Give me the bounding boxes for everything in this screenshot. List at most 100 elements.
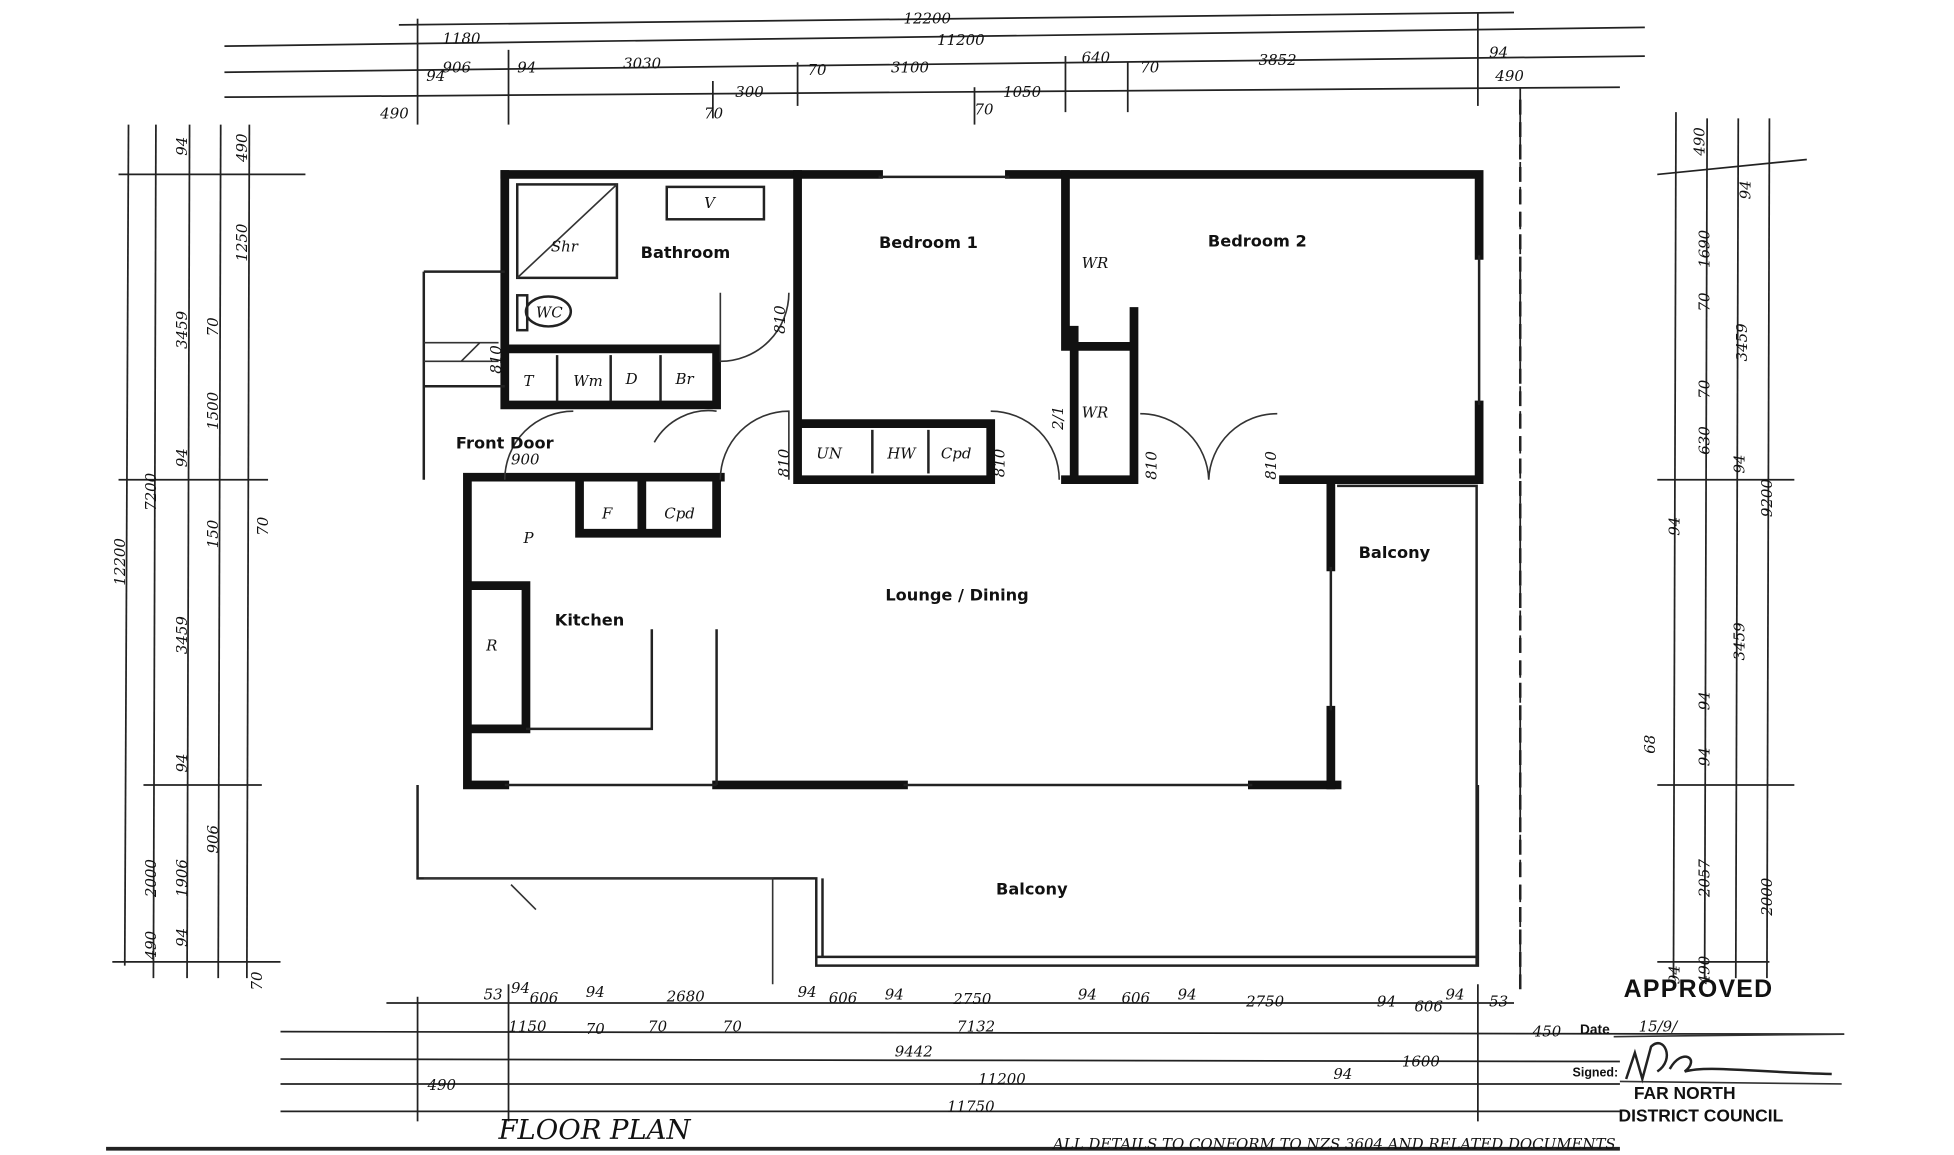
svg-text:1906: 1906 xyxy=(173,859,191,897)
svg-text:900: 900 xyxy=(511,451,540,469)
svg-text:1250: 1250 xyxy=(233,223,251,262)
svg-text:94: 94 xyxy=(511,979,530,997)
svg-text:3030: 3030 xyxy=(623,55,662,73)
svg-text:7200: 7200 xyxy=(142,472,160,511)
svg-text:11200: 11200 xyxy=(978,1070,1026,1088)
door-width-labels: 810 810 810 810 810 810 900 2/1 xyxy=(487,305,1280,480)
svg-text:94: 94 xyxy=(173,137,191,156)
svg-text:94: 94 xyxy=(1489,43,1508,61)
svg-text:2000: 2000 xyxy=(1758,877,1776,917)
svg-text:490: 490 xyxy=(1494,67,1524,85)
svg-text:70: 70 xyxy=(1140,58,1160,76)
svg-text:490: 490 xyxy=(427,1076,457,1094)
svg-text:810: 810 xyxy=(990,448,1008,477)
svg-text:810: 810 xyxy=(775,448,793,477)
svg-text:2000: 2000 xyxy=(142,859,160,899)
svg-text:94: 94 xyxy=(173,448,191,467)
svg-text:94: 94 xyxy=(1696,691,1714,710)
svg-text:2750: 2750 xyxy=(1245,993,1285,1011)
svg-text:150: 150 xyxy=(204,519,222,548)
svg-text:Wm: Wm xyxy=(573,372,603,390)
svg-text:606: 606 xyxy=(1122,989,1151,1007)
svg-text:70: 70 xyxy=(648,1018,668,1036)
svg-text:WR: WR xyxy=(1082,254,1109,272)
svg-text:D: D xyxy=(625,370,638,388)
svg-text:70: 70 xyxy=(723,1018,743,1036)
svg-text:94: 94 xyxy=(426,67,445,85)
doors xyxy=(503,292,1278,480)
room-labels: Bathroom Bedroom 1 Bedroom 2 Front Door … xyxy=(456,232,1431,899)
svg-text:9442: 9442 xyxy=(895,1043,933,1061)
svg-text:68: 68 xyxy=(1641,735,1659,754)
fixture-labels: Shr WC V T Wm D Br UN HW Cpd WR WR F Cpd… xyxy=(485,194,1108,654)
svg-text:53: 53 xyxy=(484,985,503,1003)
svg-text:94: 94 xyxy=(1178,985,1197,1003)
svg-text:2/1: 2/1 xyxy=(1049,406,1067,431)
room-bedroom-1: Bedroom 1 xyxy=(879,233,978,252)
room-front-door: Front Door xyxy=(456,434,554,453)
walls xyxy=(416,99,1522,997)
svg-text:3459: 3459 xyxy=(173,616,191,655)
svg-text:UN: UN xyxy=(816,445,843,463)
room-lounge-dining: Lounge / Dining xyxy=(885,586,1028,605)
bottom-dimension-lines xyxy=(106,984,1845,1151)
svg-text:Date: Date xyxy=(1580,1022,1610,1037)
svg-text:1150: 1150 xyxy=(509,1018,548,1036)
drawing-title: FLOOR PLAN xyxy=(498,1115,692,1146)
svg-text:810: 810 xyxy=(487,345,505,374)
svg-text:94: 94 xyxy=(1078,985,1097,1003)
svg-text:94: 94 xyxy=(1666,965,1684,984)
svg-text:V: V xyxy=(704,194,717,212)
svg-text:94: 94 xyxy=(586,983,605,1001)
drawing-note: ALL DETAILS TO CONFORM TO NZS 3604 AND R… xyxy=(1051,1135,1616,1153)
room-balcony-south: Balcony xyxy=(996,880,1068,899)
signature xyxy=(1624,1042,1832,1084)
svg-text:810: 810 xyxy=(1262,451,1280,480)
svg-text:F: F xyxy=(601,504,613,522)
svg-text:FAR NORTH: FAR NORTH xyxy=(1634,1083,1736,1103)
svg-text:490: 490 xyxy=(1691,127,1709,157)
svg-text:1180: 1180 xyxy=(442,30,481,48)
svg-text:3459: 3459 xyxy=(1731,622,1749,661)
svg-text:70: 70 xyxy=(704,104,724,122)
svg-text:70: 70 xyxy=(204,317,222,337)
svg-text:1050: 1050 xyxy=(1003,83,1042,101)
svg-text:15/9/: 15/9/ xyxy=(1639,1018,1680,1036)
top-dimension-labels: 12200 11200 1180 906 94 3030 70 3100 640… xyxy=(379,10,1524,123)
svg-text:906: 906 xyxy=(442,58,471,76)
svg-text:Cpd: Cpd xyxy=(664,504,695,522)
svg-text:94: 94 xyxy=(885,985,904,1003)
svg-text:94: 94 xyxy=(173,928,191,947)
right-dimension-labels: 490 94 1690 70 3459 70 630 94 9200 94 34… xyxy=(1641,127,1776,986)
svg-text:606: 606 xyxy=(530,989,559,1007)
svg-text:490: 490 xyxy=(233,133,251,163)
svg-text:490: 490 xyxy=(142,930,160,960)
svg-text:94: 94 xyxy=(1696,747,1714,766)
svg-text:606: 606 xyxy=(829,989,858,1007)
svg-text:490: 490 xyxy=(379,104,409,122)
fixtures xyxy=(423,183,930,474)
left-dimension-labels: 94 490 1250 3459 70 1500 94 7200 12200 1… xyxy=(111,133,272,991)
room-bathroom: Bathroom xyxy=(641,243,731,262)
svg-text:1690: 1690 xyxy=(1696,229,1714,268)
svg-text:12200: 12200 xyxy=(903,10,951,28)
svg-text:P: P xyxy=(522,529,534,547)
svg-text:2750: 2750 xyxy=(952,990,992,1008)
room-balcony-east: Balcony xyxy=(1359,543,1431,562)
svg-text:3459: 3459 xyxy=(173,310,191,349)
svg-text:11200: 11200 xyxy=(937,31,985,49)
svg-text:70: 70 xyxy=(586,1020,606,1038)
svg-text:1500: 1500 xyxy=(204,391,222,430)
svg-text:3100: 3100 xyxy=(891,58,930,76)
svg-text:94: 94 xyxy=(1333,1065,1352,1083)
svg-text:606: 606 xyxy=(1414,998,1443,1016)
top-dimension-lines xyxy=(224,11,1645,985)
svg-text:T: T xyxy=(523,372,534,390)
svg-text:70: 70 xyxy=(248,971,266,991)
svg-text:300: 300 xyxy=(735,83,764,101)
svg-text:53: 53 xyxy=(1489,993,1508,1011)
svg-text:3459: 3459 xyxy=(1733,323,1751,362)
room-bedroom-2: Bedroom 2 xyxy=(1208,232,1307,251)
svg-text:APPROVED: APPROVED xyxy=(1624,975,1774,1003)
